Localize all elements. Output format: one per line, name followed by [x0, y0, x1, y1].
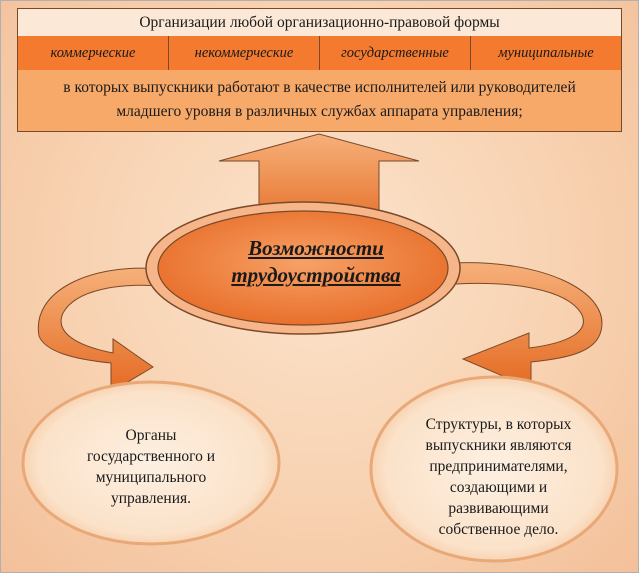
right-curved-arrow	[452, 262, 603, 389]
organizations-description: в которых выпускники работают в качестве…	[18, 70, 621, 131]
employment-opportunities-label: Возможности трудоустройства	[171, 235, 461, 289]
center-ellipse-inner	[157, 210, 449, 326]
description-line-2: младшего уровня в различных службах аппа…	[116, 103, 523, 120]
organizations-title: Организации любой организационно-правово…	[18, 9, 621, 37]
right-line-6: собственное дело.	[438, 521, 559, 538]
entrepreneur-structures-label: Структуры, в которых выпускники являются…	[396, 414, 601, 540]
center-line-2: трудоустройства	[231, 263, 401, 287]
right-line-1: Структуры, в которых	[425, 416, 572, 433]
left-line-4: управления.	[111, 490, 191, 507]
organizations-box: Организации любой организационно-правово…	[17, 8, 622, 132]
type-noncommercial: некоммерческие	[169, 36, 320, 70]
right-line-5: развивающими	[448, 500, 549, 517]
type-commercial: коммерческие	[18, 36, 169, 70]
left-line-3: муниципального	[95, 469, 207, 486]
right-line-3: предпринимателями,	[429, 458, 568, 475]
right-line-4: создающими и	[449, 479, 548, 496]
type-state: государственные	[320, 36, 471, 70]
description-line-1: в которых выпускники работают в качестве…	[63, 79, 576, 96]
left-curved-arrow	[37, 267, 162, 393]
left-line-1: Органы	[125, 427, 177, 444]
type-municipal: муниципальные	[498, 44, 594, 61]
right-circle	[369, 375, 619, 563]
center-line-1: Возможности	[248, 236, 384, 260]
left-circle	[21, 380, 281, 546]
organization-types-row: коммерческие некоммерческие государствен…	[18, 36, 621, 71]
right-line-2: выпускники являются	[425, 437, 572, 454]
left-line-2: государственного и	[86, 448, 216, 465]
government-bodies-label: Органы государственного и муниципального…	[56, 425, 246, 509]
